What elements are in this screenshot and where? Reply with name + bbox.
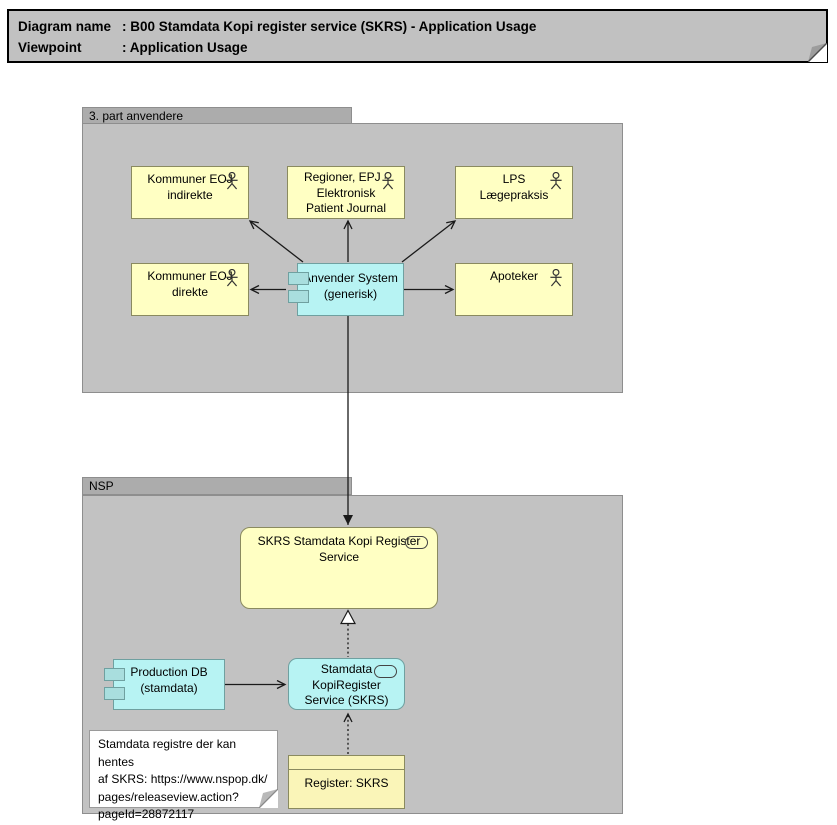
- folded-corner-icon: [259, 789, 278, 808]
- actor-label: Regioner, EPJ - Elektronisk Patient Jour…: [303, 170, 389, 215]
- actor-label: LPS Lægepraksis: [479, 172, 549, 202]
- actor-lps-laegepraksis[interactable]: LPS Lægepraksis: [455, 166, 573, 219]
- service-stamdata-kopiregister[interactable]: Stamdata KopiRegister Service (SKRS): [288, 658, 405, 710]
- group-3-part-anvendere-tab[interactable]: 3. part anvendere: [82, 107, 352, 124]
- service-label: SKRS Stamdata Kopi Register Service: [257, 534, 421, 564]
- actor-icon: [550, 269, 562, 287]
- component-anvender-system[interactable]: Anvender System (generisk): [288, 263, 404, 316]
- service-skrs-stamdata-kopi-register[interactable]: SKRS Stamdata Kopi Register Service: [240, 527, 438, 609]
- component-icon: [104, 687, 125, 700]
- object-register-skrs[interactable]: Register: SKRS: [288, 755, 405, 809]
- object-header: [289, 756, 404, 770]
- component-icon: [288, 272, 309, 285]
- note-stamdata-registre[interactable]: Stamdata registre der kan hentes af SKRS…: [89, 730, 278, 821]
- group-nsp-tab[interactable]: NSP: [82, 477, 352, 495]
- actor-apoteker[interactable]: Apoteker: [455, 263, 573, 316]
- service-oval-icon: [374, 665, 397, 678]
- actor-label: Apoteker: [489, 269, 539, 283]
- component-label: Anvender System (generisk): [303, 271, 398, 301]
- viewpoint-value: : Application Usage: [122, 40, 248, 55]
- title-row-viewpoint: Viewpoint : Application Usage: [18, 37, 817, 58]
- actor-icon: [550, 172, 562, 190]
- diagram-title-note[interactable]: Diagram name : B00 Stamdata Kopi register…: [7, 9, 828, 63]
- actor-label: Kommuner EOJ indirekte: [147, 172, 233, 202]
- title-row-diagram-name: Diagram name : B00 Stamdata Kopi register…: [18, 16, 817, 37]
- group-3-part-anvendere-body[interactable]: [82, 123, 623, 393]
- title-value: : B00 Stamdata Kopi register service (SK…: [122, 19, 537, 34]
- service-oval-icon: [405, 536, 428, 549]
- service-label: Stamdata KopiRegister Service (SKRS): [304, 662, 389, 707]
- actor-icon: [226, 172, 238, 190]
- title-label: Diagram name: [18, 19, 112, 34]
- actor-icon: [382, 172, 394, 190]
- component-label: Production DB (stamdata): [130, 665, 208, 695]
- component-production-db[interactable]: Production DB (stamdata): [104, 659, 225, 710]
- component-icon: [104, 668, 125, 681]
- viewpoint-label: Viewpoint: [18, 40, 82, 55]
- actor-label: Kommuner EOJ direkte: [147, 269, 233, 299]
- note-text: Stamdata registre der kan hentes af SKRS…: [98, 737, 268, 821]
- actor-kommuner-eoj-indirekte[interactable]: Kommuner EOJ indirekte: [131, 166, 249, 219]
- actor-kommuner-eoj-direkte[interactable]: Kommuner EOJ direkte: [131, 263, 249, 316]
- component-icon: [288, 290, 309, 303]
- object-label: Register: SKRS: [304, 776, 389, 790]
- actor-regioner-epj[interactable]: Regioner, EPJ - Elektronisk Patient Jour…: [287, 166, 405, 219]
- actor-icon: [226, 269, 238, 287]
